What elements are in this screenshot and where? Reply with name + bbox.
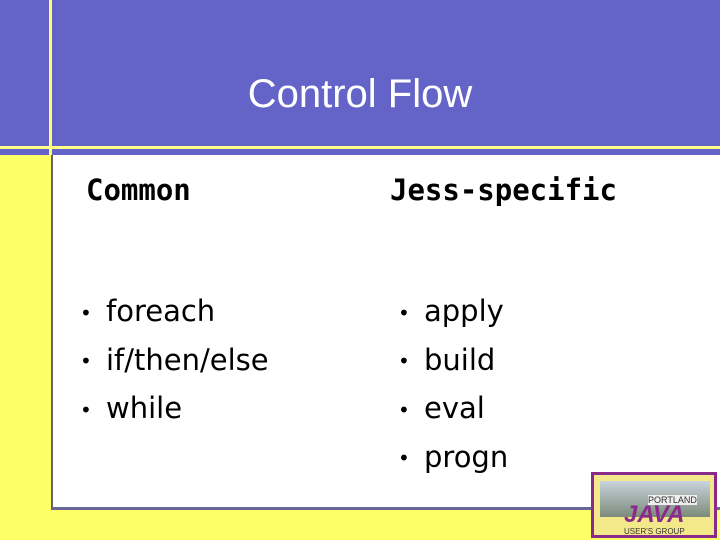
list-item: •build [398, 337, 508, 386]
portland-java-users-group-logo: PORTLAND JAVA USER'S GROUP [591, 472, 717, 538]
decorative-vertical-line [49, 0, 52, 155]
list-item: •while [80, 385, 269, 434]
decorative-horizontal-line [0, 146, 720, 149]
list-item: •progn [398, 434, 508, 483]
bullet-icon: • [398, 300, 410, 325]
bullet-icon: • [398, 397, 410, 422]
list-item: •eval [398, 385, 508, 434]
bullet-icon: • [80, 397, 92, 422]
bullet-icon: • [398, 446, 410, 470]
column-heading-jess-specific: Jess-specific [390, 173, 617, 207]
list-item: •apply [398, 288, 508, 337]
slide-title: Control Flow [247, 72, 473, 116]
title-band [0, 0, 720, 155]
jess-specific-list: •apply •build •eval •progn [398, 288, 508, 482]
bullet-icon: • [80, 349, 92, 373]
bullet-icon: • [398, 349, 410, 373]
list-item: •foreach [80, 288, 269, 337]
content-panel [51, 155, 720, 510]
common-list: •foreach •if/then/else •while [80, 288, 269, 434]
column-heading-common: Common [86, 173, 191, 207]
bullet-icon: • [80, 300, 92, 325]
list-item: •if/then/else [80, 337, 269, 386]
